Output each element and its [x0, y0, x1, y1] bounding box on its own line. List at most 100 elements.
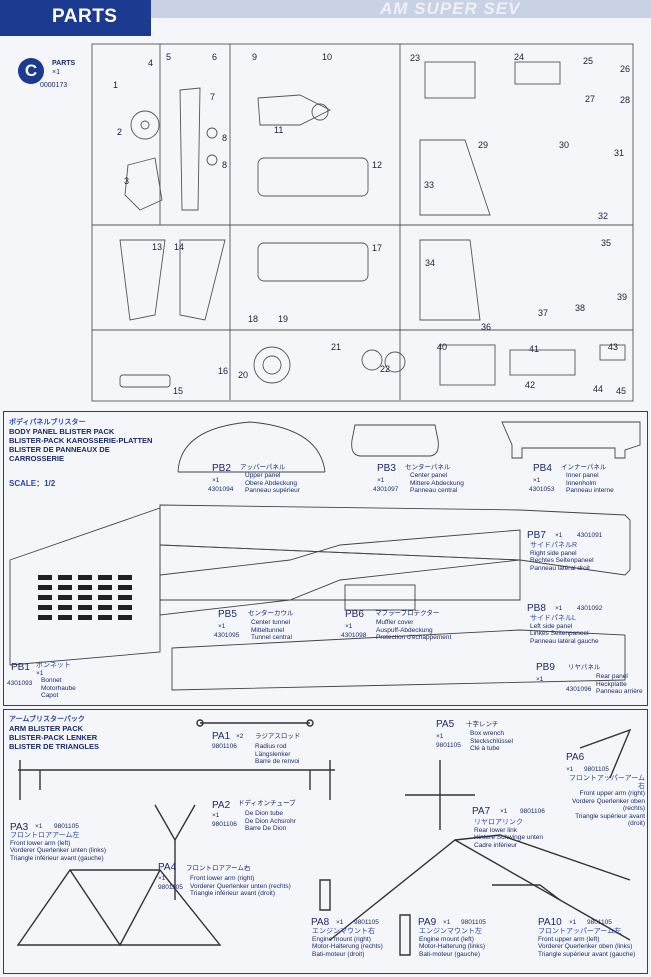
pb4-jp: インナーパネル: [561, 464, 607, 471]
page-title: PARTS: [52, 6, 118, 27]
pa6-code: 9801105: [584, 766, 609, 773]
sprue-num-27: 27: [585, 94, 596, 104]
pb1-id: PB1: [11, 662, 30, 673]
pa4-desc: Front lower arm (right)Vorderer Querlenk…: [190, 875, 291, 897]
sprue-num-32: 32: [598, 211, 609, 221]
parts-c-badge: C: [18, 58, 44, 84]
body-panel-section: [3, 411, 648, 706]
header-bar: [0, 0, 151, 36]
header-ghost-text: AM SUPER SEV: [380, 0, 521, 18]
sprue-num-42: 42: [525, 380, 536, 390]
sprue-num-4: 4: [148, 58, 154, 68]
pb6-code: 4301098: [341, 632, 367, 639]
sprue-num-21: 21: [331, 342, 342, 352]
sprue-num-44: 44: [593, 384, 604, 394]
sprue-num-9: 9: [252, 52, 258, 62]
pb6-id: PB6: [345, 609, 364, 620]
sprue-num-23: 23: [410, 53, 421, 63]
pb8-code: 4301092: [577, 605, 603, 612]
sprue-num-41: 41: [529, 344, 540, 354]
pb1-info: ボンネット×1: [36, 662, 71, 677]
pa7-id: PA7: [472, 806, 491, 817]
sprue-num-28: 28: [620, 95, 631, 105]
sprue-num-20: 20: [238, 370, 249, 380]
arm-panel-section: [3, 709, 648, 974]
sprue-num-12: 12: [372, 160, 383, 170]
pa4-jp: フロントロアアーム右: [186, 865, 251, 872]
pa10-qty: ×1: [569, 919, 577, 926]
pa7-code: 9801106: [520, 808, 545, 815]
parts-c-code: 0000173: [40, 82, 68, 89]
sprue-num-35: 35: [601, 238, 612, 248]
pa5-id: PA5: [436, 719, 455, 730]
sprue-num-2: 2: [117, 127, 123, 137]
pa3-code: 9801105: [54, 823, 79, 830]
sprue-num-10: 10: [322, 52, 333, 62]
pa9-code: 9801105: [461, 919, 486, 926]
pb2-qty: ×1: [212, 477, 220, 484]
pb3-qty: ×1: [377, 477, 385, 484]
pb3-jp: センターパネル: [405, 464, 451, 471]
sprue-num-24: 24: [514, 52, 525, 62]
pa2-qty: ×1: [212, 812, 220, 819]
pa5-jp: 十字レンチ: [466, 721, 499, 728]
pa4-qty: ×1: [158, 875, 166, 882]
pb6-jp: マフラープロテクター: [375, 610, 440, 617]
pa2-code: 9801106: [212, 821, 237, 828]
sprue-num-37: 37: [538, 308, 549, 318]
parts-c-qty: ×1: [52, 69, 60, 76]
sprue-num-6: 6: [212, 52, 218, 62]
pa9-id: PA9: [418, 917, 437, 928]
body-panel-scale: SCALE：1/2: [9, 479, 56, 488]
sprue-num-19: 19: [278, 314, 289, 324]
pa6-id: PA6: [566, 752, 585, 763]
pb8-id: PB8: [527, 603, 546, 614]
sprue-num-13: 13: [152, 242, 163, 252]
sprue-num-33: 33: [424, 180, 435, 190]
pb2-code: 4301094: [208, 486, 234, 493]
pb3-id: PB3: [377, 463, 396, 474]
sprue-num-45: 45: [616, 386, 627, 396]
pa10-code: 9801105: [587, 919, 612, 926]
sprue-num-3: 3: [124, 176, 130, 186]
sprue-num-43: 43: [608, 342, 619, 352]
pa5-code: 9801105: [436, 742, 461, 749]
sprue-num-14: 14: [174, 242, 185, 252]
pb5-qty: ×1: [218, 623, 226, 630]
pb5-jp: センターカウル: [248, 610, 294, 617]
sprue-num-38: 38: [575, 303, 586, 313]
sprue-num-17: 17: [372, 243, 383, 253]
pb9-qty: ×1: [536, 676, 544, 683]
sprue-num-31: 31: [614, 148, 625, 158]
pb7-qty: ×1: [555, 532, 563, 539]
pb9-code: 4301096: [566, 686, 592, 693]
pa3-id: PA3: [10, 822, 29, 833]
sprue-num-26: 26: [620, 64, 631, 74]
sprue-num-1: 1: [113, 80, 119, 90]
sprue-num-16: 16: [218, 366, 229, 376]
pb3-code: 4301097: [373, 486, 399, 493]
pa3-qty: ×1: [35, 823, 43, 830]
pb4-qty: ×1: [533, 477, 541, 484]
sprue-num-8a: 8: [222, 133, 228, 143]
pa8-id: PA8: [311, 917, 330, 928]
sprue-num-39: 39: [617, 292, 628, 302]
pa4-id: PA4: [158, 862, 177, 873]
pb7-code: 4301091: [577, 532, 603, 539]
pa6-qty: ×1: [566, 766, 574, 773]
sprue-num-18: 18: [248, 314, 259, 324]
pb7-id: PB7: [527, 530, 546, 541]
sprue-num-22: 22: [380, 364, 391, 374]
sprue-drawing: [91, 43, 634, 402]
pa1-id: PA1: [212, 731, 231, 742]
